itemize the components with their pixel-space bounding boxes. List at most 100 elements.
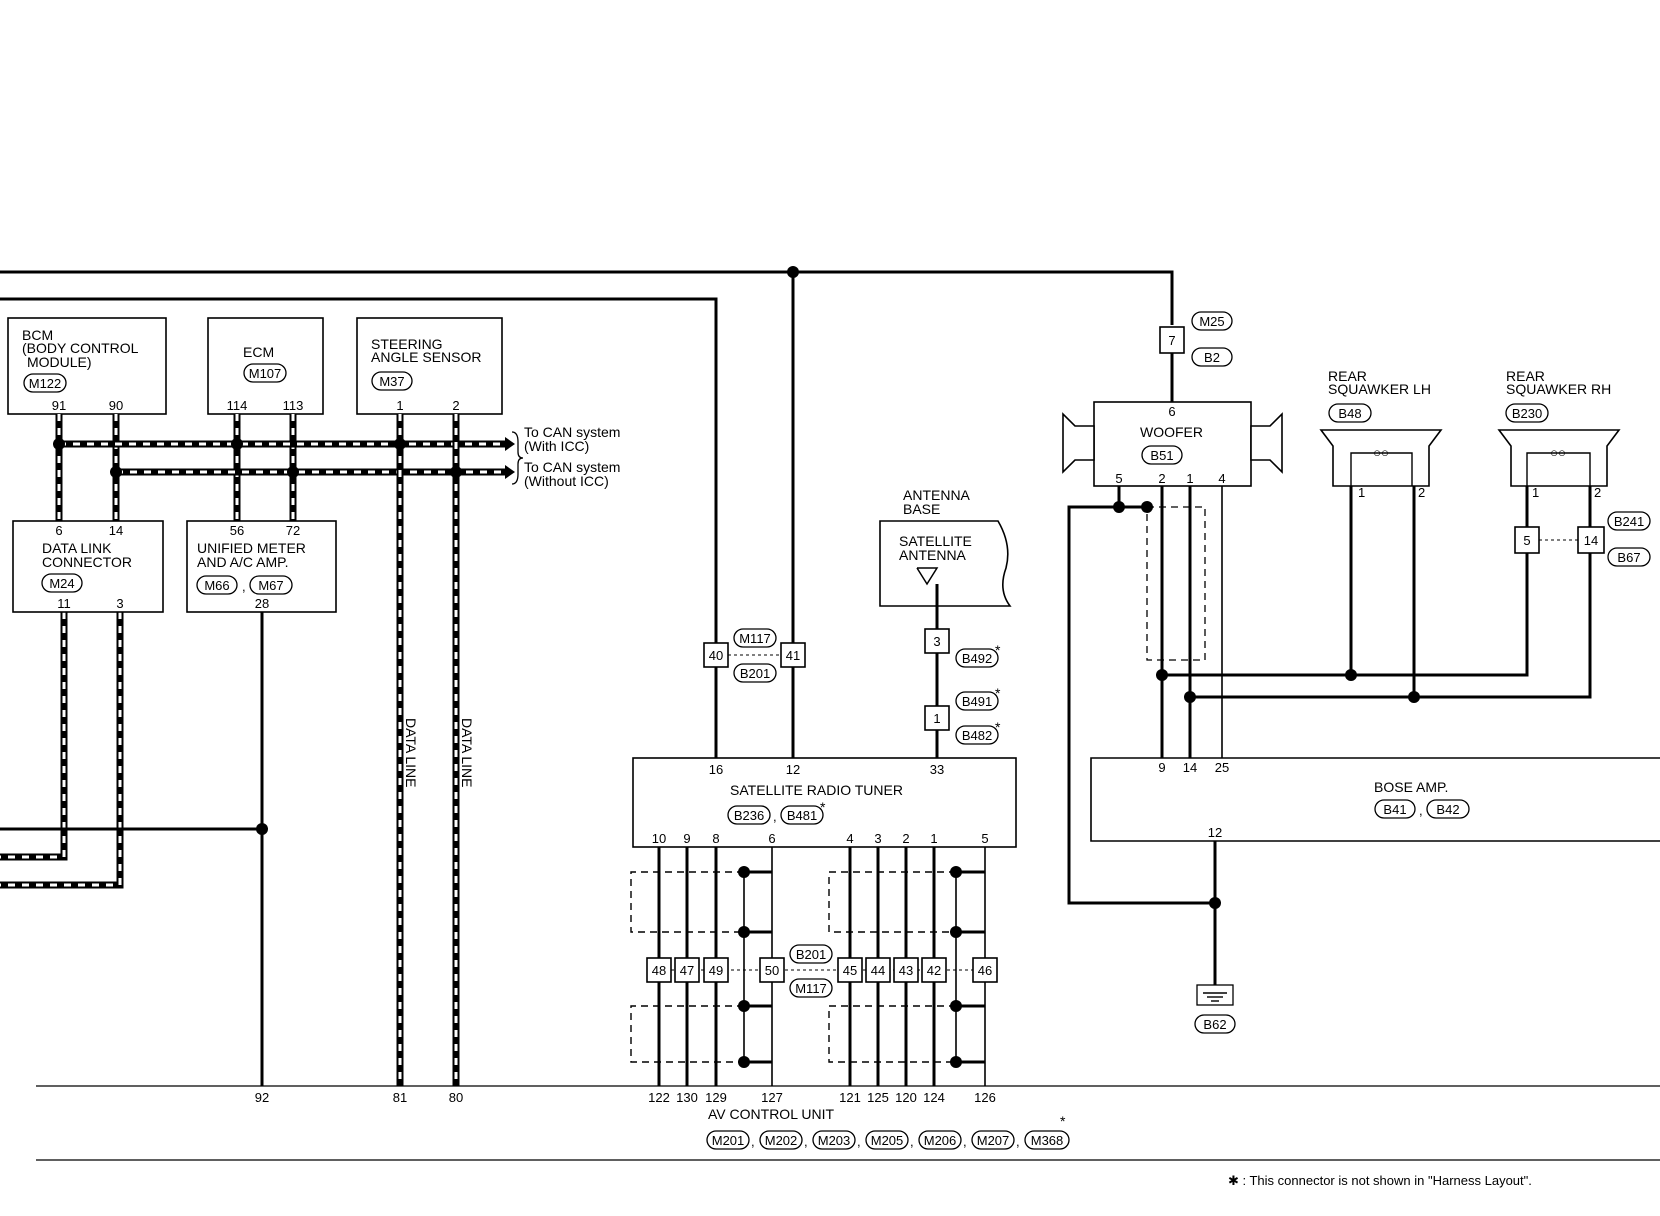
svg-text:B481: B481 [787,808,817,823]
svg-text:14: 14 [109,523,123,538]
can-notes: To CAN system (With ICC) To CAN system (… [511,424,620,489]
svg-text:6: 6 [768,831,775,846]
svg-text:CONNECTOR: CONNECTOR [42,554,132,570]
svg-text:6: 6 [55,523,62,538]
svg-text:B67: B67 [1617,550,1640,565]
svg-text:B241: B241 [1614,514,1644,529]
svg-text:B491: B491 [962,694,992,709]
svg-text:2: 2 [452,398,459,413]
svg-text:M117: M117 [795,981,827,996]
svg-text:5: 5 [1523,533,1530,548]
svg-text:4: 4 [846,831,853,846]
svg-text:,: , [857,1134,861,1149]
svg-text:,: , [804,1134,808,1149]
svg-text:113: 113 [283,398,304,413]
svg-text:ANGLE SENSOR: ANGLE SENSOR [371,349,481,365]
svg-text:○○: ○○ [1373,445,1389,460]
data-line-label: DATA LINE [403,718,419,788]
svg-text:1: 1 [396,398,403,413]
footnote: ✱ : This connector is not shown in "Harn… [1228,1173,1532,1188]
svg-text:REAR: REAR [1328,368,1367,384]
svg-text:M122: M122 [29,376,62,391]
svg-text:,: , [773,809,777,824]
meter-output-wire [0,612,268,1086]
svg-text:5: 5 [1115,471,1122,486]
svg-text:7: 7 [1168,333,1175,348]
svg-text:14: 14 [1584,533,1598,548]
svg-text:72: 72 [286,523,300,538]
svg-text:M201: M201 [712,1133,745,1148]
svg-text:81: 81 [393,1090,407,1105]
satellite-radio-tuner-box: 16 12 33 SATELLITE RADIO TUNER B236 , B4… [632,757,1017,848]
svg-text:*: * [1060,1113,1066,1129]
svg-text:1: 1 [1186,471,1193,486]
svg-text:M25: M25 [1199,314,1224,329]
svg-text:B48: B48 [1338,406,1361,421]
svg-text:56: 56 [230,523,244,538]
rear-squawker-lh: REAR SQUAWKER LH B48 ○○ 1 2 [1319,368,1443,703]
svg-text:3: 3 [874,831,881,846]
svg-text:9: 9 [683,831,690,846]
svg-text:B482: B482 [962,728,992,743]
svg-text:,: , [963,1134,967,1149]
svg-text:46: 46 [978,963,992,978]
svg-text:120: 120 [895,1090,917,1105]
svg-text:MODULE): MODULE) [27,354,92,370]
svg-text:UNIFIED METER: UNIFIED METER [197,540,306,556]
svg-text:11: 11 [57,596,71,611]
svg-text:BOSE AMP.: BOSE AMP. [1374,779,1448,795]
svg-text:1: 1 [1532,485,1539,500]
svg-text:48: 48 [652,963,666,978]
svg-text:1: 1 [930,831,937,846]
svg-text:50: 50 [765,963,779,978]
ground-b62: B62 [1194,841,1236,1034]
svg-text:○○: ○○ [1550,445,1566,460]
svg-text:WOOFER: WOOFER [1140,424,1203,440]
svg-text:AV CONTROL UNIT: AV CONTROL UNIT [708,1106,834,1122]
svg-text:130: 130 [676,1090,698,1105]
svg-text:33: 33 [930,762,944,777]
svg-text:M37: M37 [379,374,404,389]
svg-text:(Without ICC): (Without ICC) [524,473,609,489]
svg-text:90: 90 [109,398,123,413]
svg-text:28: 28 [255,596,269,611]
svg-text:,: , [242,579,246,594]
svg-text:BCM: BCM [22,327,53,343]
svg-text:121: 121 [839,1090,861,1105]
joint-connector-m117: 40 41 M117 B201 [703,628,806,683]
unified-meter-box: 56 72 UNIFIED METER AND A/C AMP. M66 , M… [186,520,337,613]
svg-text:2: 2 [1418,485,1425,500]
svg-text:,: , [751,1134,755,1149]
woofer-box: 6 WOOFER B51 5 2 1 4 [1062,401,1283,487]
svg-text:B236: B236 [734,808,764,823]
svg-text:124: 124 [923,1090,945,1105]
svg-text:*: * [995,685,1001,701]
svg-text:5: 5 [981,831,988,846]
svg-text:4: 4 [1218,471,1225,486]
svg-text:127: 127 [761,1090,783,1105]
svg-text:44: 44 [871,963,885,978]
svg-text:B42: B42 [1436,802,1459,817]
svg-text:REAR: REAR [1506,368,1545,384]
svg-text:DATA LINK: DATA LINK [42,540,112,556]
svg-text:B230: B230 [1512,406,1542,421]
svg-text:45: 45 [843,963,857,978]
joint-connector-b241: 5 14 B241 B67 [1514,511,1651,567]
bcm-box: BCM (BODY CONTROL MODULE) M122 91 90 [7,317,167,415]
svg-text:47: 47 [680,963,694,978]
svg-text:1: 1 [933,711,940,726]
steering-angle-sensor-box: STEERING ANGLE SENSOR M37 1 2 [356,317,503,415]
svg-text:80: 80 [449,1090,463,1105]
bose-amp-box: 9 14 25 BOSE AMP. B41 , B42 12 [1090,757,1660,842]
svg-text:126: 126 [974,1090,996,1105]
satellite-antenna: ANTENNA BASE SATELLITE ANTENNA 3 B492 * … [879,487,1012,758]
svg-text:M66: M66 [204,578,229,593]
svg-text:SQUAWKER LH: SQUAWKER LH [1328,381,1431,397]
svg-text:ANTENNA: ANTENNA [903,487,971,503]
svg-text:B2: B2 [1204,350,1220,365]
svg-text:SATELLITE RADIO TUNER: SATELLITE RADIO TUNER [730,782,903,798]
svg-text:,: , [1419,803,1423,818]
svg-text:10: 10 [652,831,666,846]
svg-text:91: 91 [52,398,66,413]
